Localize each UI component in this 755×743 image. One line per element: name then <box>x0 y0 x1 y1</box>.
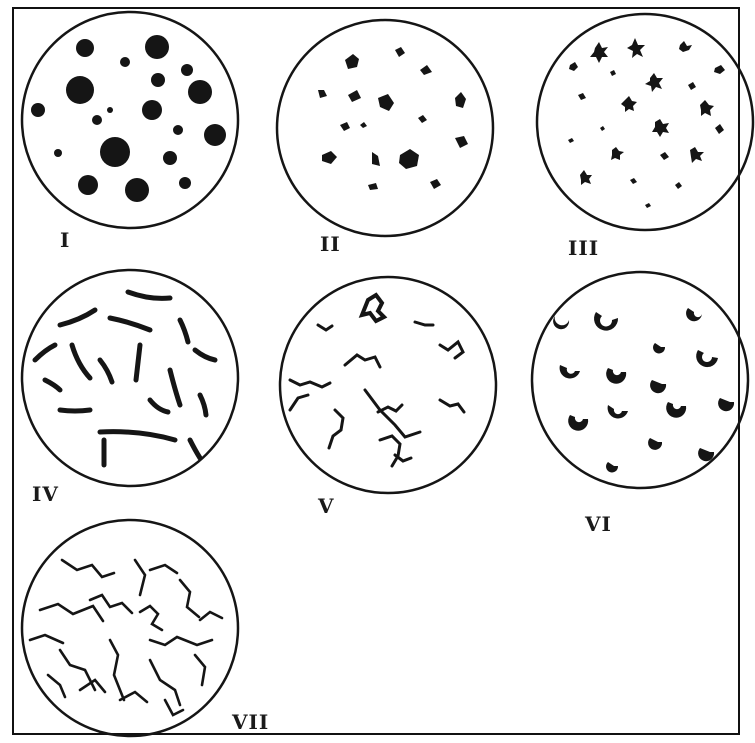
panel-label-I: I <box>60 228 70 252</box>
panel-V <box>280 277 496 493</box>
panel-label-IV: IV <box>32 482 59 506</box>
panel-VI-field <box>532 272 748 488</box>
panel-III-field <box>537 14 753 230</box>
panel-II-field <box>277 20 493 236</box>
panel-IV <box>22 270 238 486</box>
panel-label-II: II <box>320 232 341 256</box>
panel-V-field <box>280 277 496 493</box>
panel-III <box>537 14 753 230</box>
panel-label-III: III <box>568 236 599 260</box>
panel-VII-field <box>22 520 238 736</box>
panel-VII <box>22 520 238 736</box>
panel-II <box>277 20 493 236</box>
panel-I <box>22 12 238 228</box>
panel-label-VII: VII <box>232 710 269 734</box>
panel-VI <box>532 272 748 488</box>
panel-label-VI: VI <box>585 512 612 536</box>
panel-label-V: V <box>318 494 335 518</box>
panel-IV-field <box>22 270 238 486</box>
